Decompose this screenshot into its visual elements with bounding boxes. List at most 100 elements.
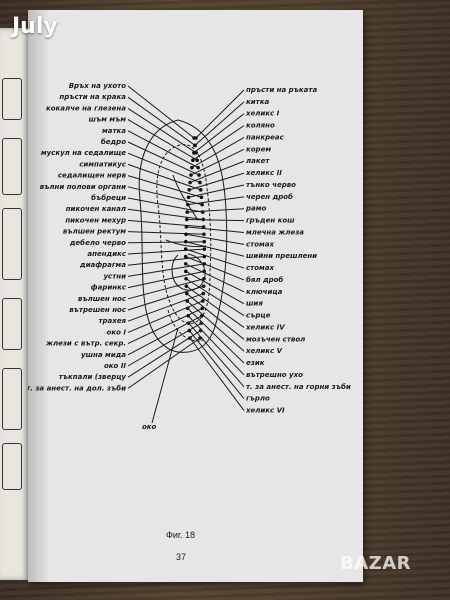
figure-caption: Фиг. 18: [166, 530, 196, 540]
leader-right-13: [185, 233, 245, 245]
leader-left-18: [127, 270, 205, 289]
point-left-4: [196, 165, 200, 170]
leader-left-7: [127, 163, 201, 191]
label-right-11: гръден кош: [246, 217, 295, 225]
leader-left-5: [127, 141, 200, 176]
label-left-20: вътрешен нос: [69, 306, 127, 314]
brand-logo: July: [12, 14, 58, 39]
leader-left-24: [127, 315, 203, 356]
leader-right-18: [185, 270, 245, 305]
leader-right-12: [186, 226, 245, 233]
label-right-16: бял дроб: [246, 276, 283, 284]
label-right-17: ключица: [246, 288, 283, 296]
left-page-illustration-6: [2, 443, 22, 490]
label-right-13: стомах: [246, 240, 274, 248]
leader-left-27: [127, 337, 201, 389]
label-right-18: шия: [246, 300, 263, 308]
label-left-22: око I: [107, 328, 127, 336]
point-right-16: [183, 254, 188, 259]
leader-right-9: [187, 196, 245, 206]
ear-inner-contour: [156, 144, 212, 324]
point-right-3: [191, 158, 195, 163]
label-left-1: пръсти на крака: [59, 93, 126, 101]
leader-right-14: [185, 241, 245, 257]
label-left-9: вълни полови органи: [40, 183, 126, 191]
point-right-9: [186, 202, 190, 207]
label-left-10: бъбреци: [91, 194, 126, 202]
leader-right-0: [195, 89, 245, 139]
leader-right-15: [185, 248, 245, 269]
label-right-14: шийни прешлени: [246, 252, 317, 260]
leader-left-20: [127, 285, 204, 311]
point-right-26: [187, 328, 192, 333]
point-left-7: [198, 188, 203, 192]
leader-left-22: [127, 300, 204, 333]
leader-left-0: [127, 85, 195, 139]
label-right-19: сърце: [246, 312, 271, 320]
point-left-13: [202, 232, 206, 237]
label-left-5: бедро: [101, 138, 126, 146]
label-right-12: млечна жлеза: [246, 228, 304, 236]
left-page-illustration-3: [2, 208, 22, 280]
label-left-13: вълшен ректум: [63, 228, 126, 236]
point-right-21: [184, 291, 189, 296]
point-right-8: [186, 195, 191, 200]
label-right-21: мозъчен ствол: [246, 335, 305, 343]
leader-right-16: [185, 256, 245, 281]
point-left-12: [201, 225, 206, 229]
label-right-24: вътрешно ухо: [246, 371, 303, 379]
leader-right-22: [186, 300, 245, 352]
point-right-7: [187, 188, 192, 192]
point-right-18: [184, 269, 188, 274]
label-bottom-eye: око: [142, 423, 157, 431]
leader-left-15: [127, 248, 205, 255]
label-right-5: корем: [246, 145, 271, 153]
leader-left-19: [127, 278, 205, 300]
point-left-23: [200, 306, 205, 311]
leader-right-24: [187, 315, 245, 376]
label-left-18: фаринкс: [91, 284, 127, 292]
leader-left-16: [127, 256, 205, 266]
leader-right-4: [191, 137, 245, 169]
label-left-17: устни: [103, 272, 126, 280]
left-page-illustration-5: [2, 368, 22, 430]
point-left-15: [202, 247, 207, 251]
label-right-15: стомах: [246, 264, 274, 272]
left-page-illustration-2: [2, 138, 22, 195]
label-left-2: кокалче на глезена: [46, 104, 126, 112]
point-left-3: [195, 158, 199, 163]
page-number: 37: [176, 552, 187, 562]
point-right-10: [185, 210, 190, 214]
point-right-1: [193, 143, 197, 148]
point-left-6: [198, 180, 202, 185]
point-right-27: [188, 336, 192, 340]
point-left-21: [201, 291, 206, 296]
leader-right-27: [189, 337, 245, 411]
leader-left-9: [127, 186, 203, 206]
label-left-6: мускул на седалище: [41, 149, 126, 157]
label-left-24: ушна мида: [81, 351, 126, 359]
label-right-7: хеликс II: [245, 169, 282, 177]
page-gutter-shadow: [28, 10, 50, 582]
leader-left-3: [127, 119, 198, 161]
point-right-14: [184, 239, 188, 244]
point-left-20: [201, 284, 206, 288]
leader-left-21: [127, 293, 204, 322]
label-right-22: хеликс V: [245, 347, 283, 355]
label-right-6: лакет: [246, 157, 270, 165]
point-right-11: [184, 217, 189, 222]
leader-right-17: [185, 263, 245, 293]
leader-right-23: [187, 308, 245, 364]
point-left-19: [202, 276, 206, 281]
label-left-16: диафрагма: [79, 261, 126, 269]
label-left-15: апендикс: [87, 250, 126, 258]
leader-right-7: [189, 172, 245, 191]
leader-right-11: [186, 218, 245, 222]
point-right-17: [183, 262, 188, 266]
left-page-illustration-4: [2, 298, 22, 350]
leader-right-5: [190, 148, 245, 176]
label-right-9: черен дроб: [246, 193, 293, 201]
label-left-11: пикочен канал: [66, 205, 126, 213]
